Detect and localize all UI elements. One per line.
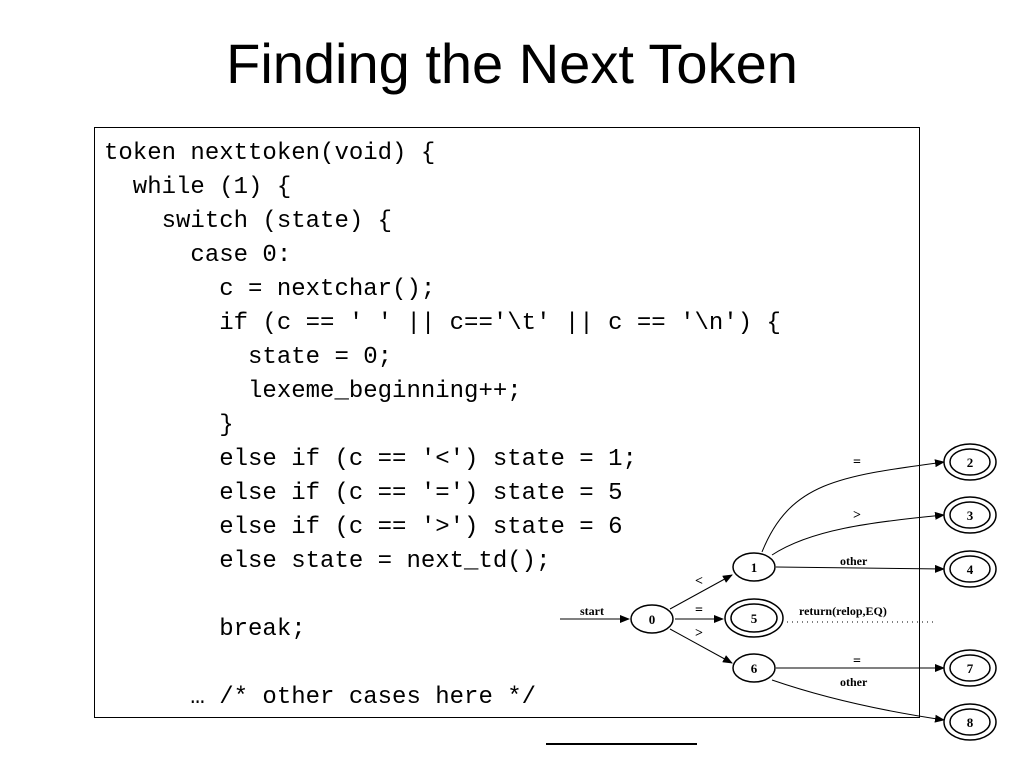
state-4-inner [949, 555, 991, 583]
edge-label-1-4: other [840, 554, 868, 568]
edge-1-2 [761, 459, 945, 553]
state-5-label: 5 [751, 611, 758, 626]
code-line: else if (c == '<') state = 1; [104, 446, 637, 473]
start-label: start [580, 604, 604, 618]
edge-label-1-3: > [853, 508, 861, 523]
code-line: switch (state) { [104, 208, 393, 235]
state-7-label: 7 [967, 661, 974, 676]
state-7-inner [949, 654, 991, 682]
edge-0-1 [669, 574, 733, 610]
edge-label-6-8: other [840, 675, 868, 689]
state-1-label: 1 [751, 560, 758, 575]
code-box [94, 127, 920, 718]
edge-label-0-1: < [695, 574, 703, 589]
code-line: while (1) { [104, 174, 292, 201]
edge-1-3 [771, 511, 945, 556]
state-3-label: 3 [967, 508, 974, 523]
code-line: token nexttoken(void) { [104, 140, 436, 167]
code-line: } [104, 412, 234, 439]
code-line: break; [104, 616, 306, 643]
edge-label-0-5: = [695, 603, 703, 618]
action-label: return(relop,EQ) [799, 604, 887, 618]
code-line: else state = next_td(); [104, 548, 551, 575]
code-line: else if (c == '=') state = 5 [104, 480, 623, 507]
footer-rule [546, 743, 697, 745]
state-4-label: 4 [967, 562, 974, 577]
edge-0-6 [669, 628, 733, 664]
state-0 [630, 604, 674, 634]
edge-label-6-7: = [853, 654, 861, 669]
edge-1-4 [775, 564, 945, 573]
state-0-label: 0 [649, 612, 656, 627]
edge-label-0-6: > [695, 626, 703, 641]
state-2-inner [949, 448, 991, 476]
state-2-label: 2 [967, 455, 974, 470]
state-8-inner [949, 708, 991, 736]
code-line: case 0: [104, 242, 292, 269]
code-line: else if (c == '>') state = 6 [104, 514, 623, 541]
code-line: if (c == ' ' || c=='\t' || c == '\n') { [104, 310, 781, 337]
state-5-inner [730, 603, 778, 633]
code-line: lexeme_beginning++; [104, 378, 522, 405]
slide-title: Finding the Next Token [226, 32, 798, 95]
edge-6-8 [771, 679, 945, 723]
code-line: c = nextchar(); [104, 276, 436, 303]
state-6 [732, 653, 776, 683]
code-line: … /* other cases here */ [104, 684, 537, 711]
code-line: state = 0; [104, 344, 393, 371]
edge-label-1-2: = [853, 455, 861, 470]
state-1 [732, 552, 776, 582]
state-6-label: 6 [751, 661, 758, 676]
state-3-inner [949, 501, 991, 529]
state-8-label: 8 [967, 715, 974, 730]
